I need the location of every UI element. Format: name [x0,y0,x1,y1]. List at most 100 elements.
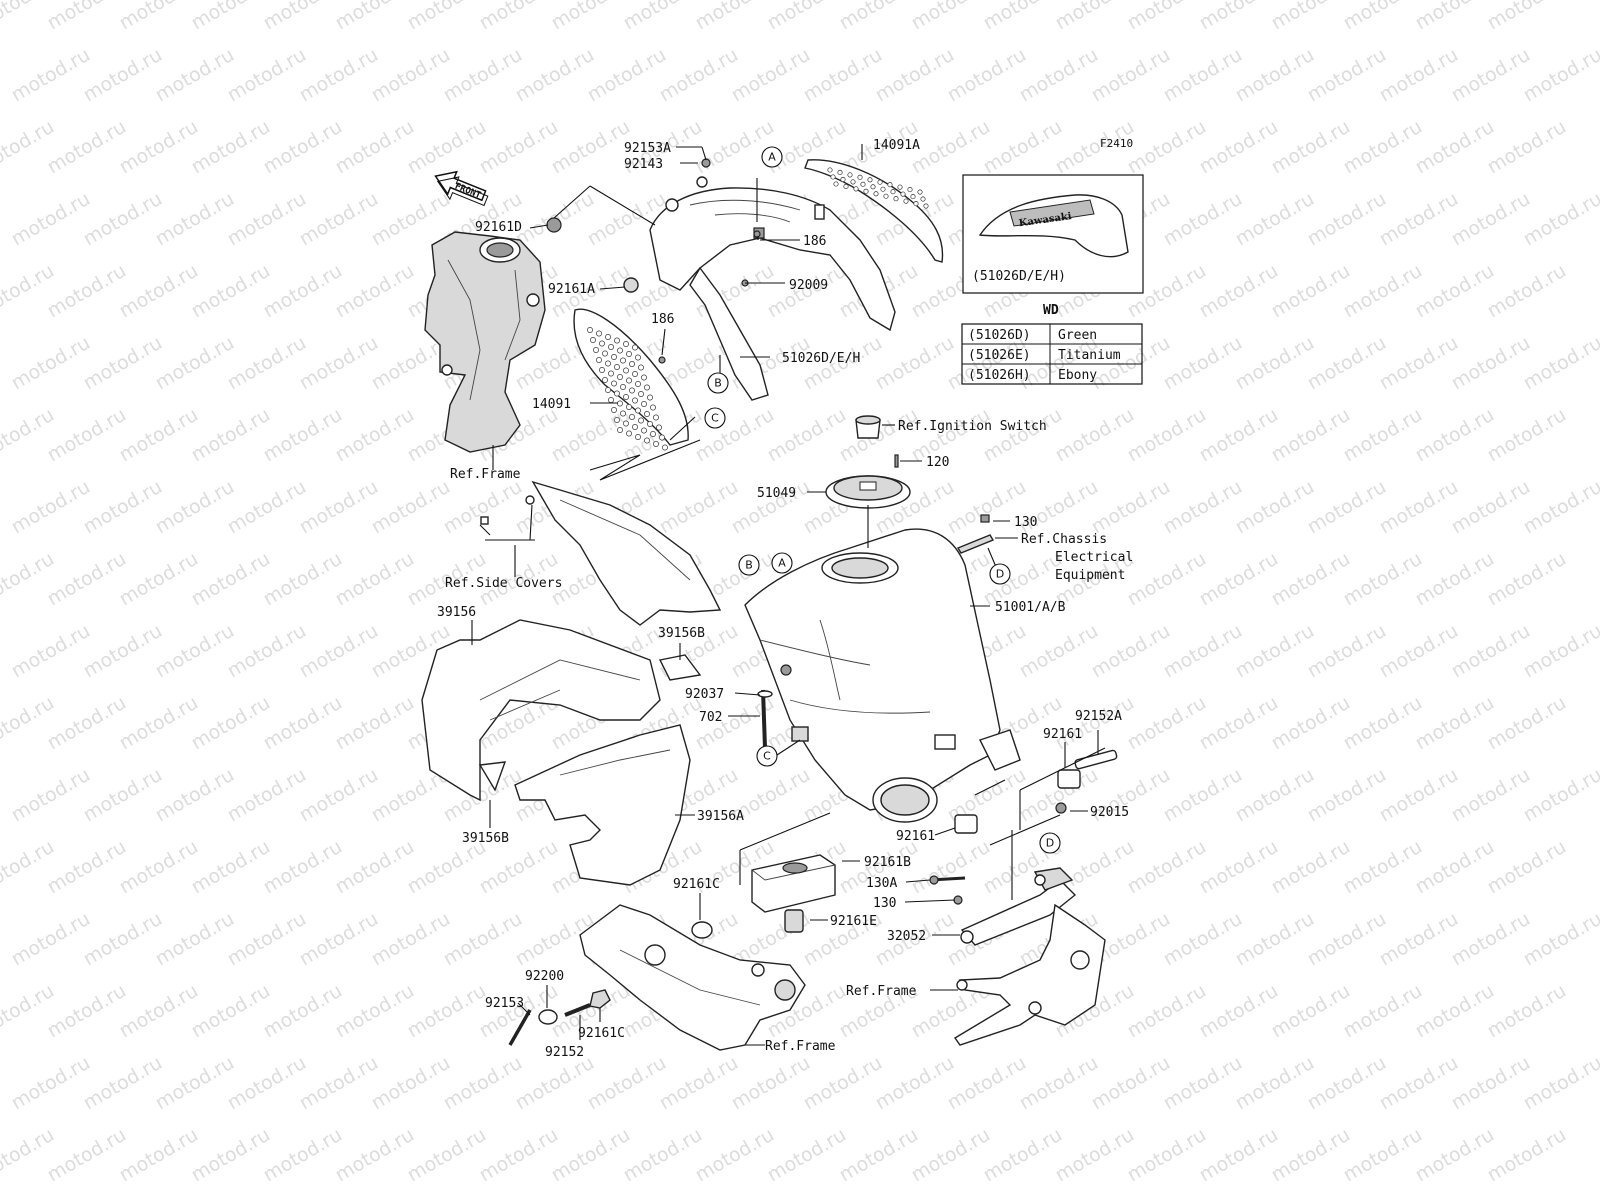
mesh-hole [629,387,635,394]
watermark-text: motod.ru [1412,260,1498,323]
mesh-hole [647,421,653,427]
strip-part [894,454,995,554]
svg-text:C: C [763,750,771,763]
mesh-hole [623,394,629,400]
watermark-text: motod.ru [260,980,346,1043]
watermark-text: motod.ru [908,404,994,467]
color-code: (51026H) [968,368,1031,383]
watermark-text: motod.ru [1088,332,1174,395]
watermark-text: motod.ru [1196,404,1282,467]
watermark-text: motod.ru [1160,908,1246,971]
frame-bottom-center [579,904,806,1051]
watermark-text: motod.ru [332,692,418,755]
mesh-hole [617,374,623,380]
mesh-hole [632,424,638,430]
mesh-hole [843,183,849,190]
ref-bubble-d: D [1039,832,1061,854]
mesh-hole [608,344,614,350]
mesh-hole [827,167,833,173]
watermark-text: motod.ru [1268,980,1354,1043]
mesh-hole [641,401,647,407]
watermark-text: motod.ru [1088,1052,1174,1115]
mesh-hole [629,414,635,420]
watermark-text: motod.ru [872,332,958,395]
part-label: 51026D/E/H [782,351,860,366]
part-labels: 92153A 92143 14091A 92161D 186 92009 921… [437,138,1133,1060]
mesh-hole [883,193,889,199]
rubber-block-92161b [751,854,836,913]
part-label: 92153A [624,141,671,156]
watermark-text: motod.ru [1160,620,1246,683]
mesh-panel-14091a [804,159,944,263]
watermark-text: motod.ru [1376,764,1462,827]
part-label: 92153 [485,996,524,1011]
mesh-hole [650,404,656,411]
watermark-text: motod.ru [80,188,166,251]
watermark-text: motod.ru [44,980,130,1043]
watermark-text: motod.ru [152,764,238,827]
watermark-text: motod.ru [188,404,274,467]
figure-code: F2410 [1100,137,1133,150]
mesh-hole [590,337,596,343]
part-label: 92161 [896,829,935,844]
mesh-hole [659,434,665,441]
watermark-text: motod.ru [440,908,526,971]
watermark-text: motod.ru [296,332,382,395]
watermark-text: motod.ru [1484,692,1570,755]
watermark-text: motod.ru [404,116,490,179]
watermark-text: motod.ru [1196,548,1282,611]
mesh-hole [605,360,611,367]
mesh-hole [626,377,632,384]
reference-label: Ref.Ignition Switch [898,419,1047,434]
mesh-hole [900,191,906,197]
mesh-hole [605,334,611,340]
watermark-text: motod.ru [368,1052,454,1115]
watermark-text: motod.ru [1232,908,1318,971]
watermark-text: motod.ru [80,476,166,539]
watermark-text: motod.ru [80,44,166,107]
mesh-hole [641,427,647,434]
svg-text:C: C [711,412,719,425]
watermark-text: motod.ru [1520,908,1600,971]
watermark-text: motod.ru [8,908,94,971]
watermark-text: motod.ru [440,476,526,539]
mesh-hole [641,374,647,381]
watermark-text: motod.ru [1484,260,1570,323]
watermark-text: motod.ru [476,1124,562,1187]
part-label: 32052 [887,929,926,944]
watermark-text: motod.ru [1448,908,1534,971]
bracket-32052 [960,867,1077,946]
part-label: 14091 [532,397,571,412]
watermark-text: motod.ru [116,1124,202,1187]
mesh-hole [602,377,608,383]
watermark-text: motod.ru [1376,476,1462,539]
watermark-text: motod.ru [1340,116,1426,179]
part-label: 92015 [1090,805,1129,820]
watermark-text: motod.ru [548,116,634,179]
part-label: 92161C [578,1026,625,1041]
mesh-hole [650,431,656,437]
mesh-hole [632,344,638,351]
mesh-hole [626,404,632,410]
mesh-hole [644,384,650,391]
watermark-text: motod.ru [368,476,454,539]
watermark-text: motod.ru [656,476,742,539]
mesh-hole [887,182,893,188]
watermark-text: motod.ru [764,1124,850,1187]
heat-shield-39156 [421,619,702,802]
frame-top-part [424,231,546,453]
watermark-text: motod.ru [8,476,94,539]
watermark-text: motod.ru [152,908,238,971]
watermark-text: motod.ru [1448,476,1534,539]
watermark-text: motod.ru [80,764,166,827]
watermark-text: motod.ru [1412,116,1498,179]
watermark-text: motod.ru [584,1052,670,1115]
watermark-text: motod.ru [224,476,310,539]
watermark-text: motod.ru [296,44,382,107]
mesh-hole [596,330,602,337]
mesh-hole [617,427,623,433]
mesh-hole [611,354,617,360]
watermark-text: motod.ru [1376,620,1462,683]
mesh-hole [623,341,629,347]
watermark-text: motod.ru [1196,836,1282,899]
